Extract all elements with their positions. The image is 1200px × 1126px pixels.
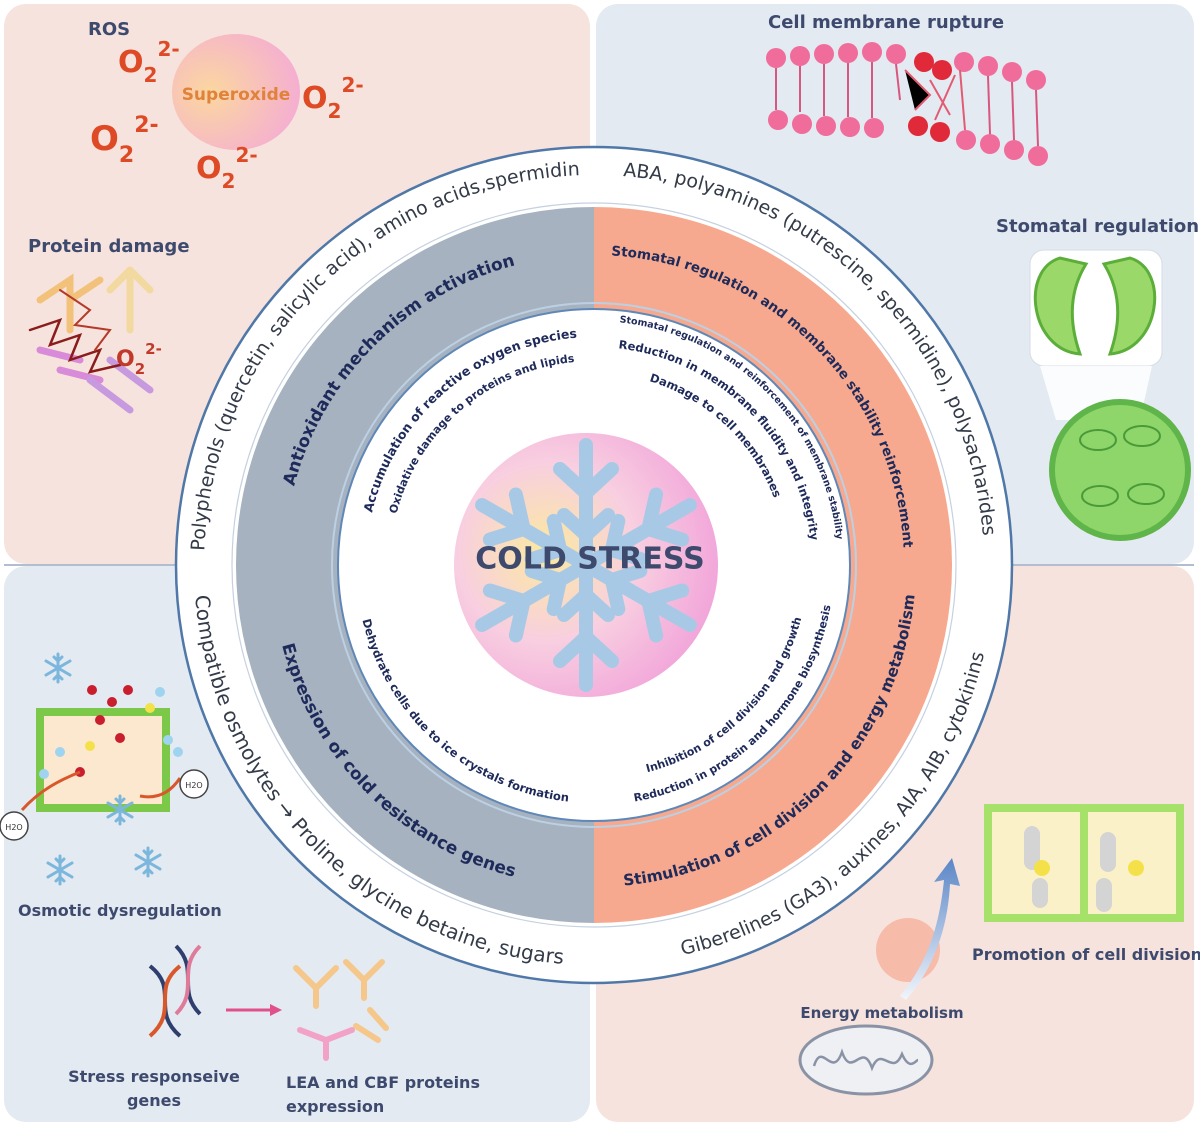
o2-molecule-3: O22- <box>302 73 364 123</box>
o2-molecule-1: O22- <box>118 37 180 87</box>
protein-o2-label: O22- <box>116 340 162 378</box>
lipid-bilayer-icon <box>766 42 1048 166</box>
superoxide-label: Superoxide <box>182 85 291 105</box>
o2-molecule-4: O22- <box>196 143 258 193</box>
membrane-rupture-label: Cell membrane rupture <box>768 12 1004 33</box>
dna-icon <box>148 944 202 1038</box>
dividing-cells-icon <box>984 804 1184 922</box>
cell-division-label: Promotion of cell division <box>972 945 1200 964</box>
lea-cbf-protein-icon <box>293 959 389 1061</box>
osmotic-dysregulation-label: Osmotic dysregulation <box>18 901 222 920</box>
damaged-protein-icon <box>28 266 154 414</box>
mitochondria-icon <box>798 1024 934 1096</box>
snowflake-icon <box>469 438 703 685</box>
h2o-label-left: H2O <box>5 823 22 832</box>
energy-metabolism-label: Energy metabolism <box>800 1004 963 1022</box>
superoxide-blob <box>172 34 300 150</box>
protein-damage-label: Protein damage <box>28 236 190 257</box>
center-title: COLD STRESS <box>475 542 705 577</box>
stomatal-regulation-label: Stomatal regulation <box>996 216 1199 237</box>
osmosis-cell-icon: H2O H2O <box>0 652 209 886</box>
h2o-label-right: H2O <box>185 781 202 790</box>
o2-molecule-2: O22- <box>90 113 159 168</box>
outer-ring-inner-edge <box>231 202 957 928</box>
stomata-icon <box>1029 249 1191 541</box>
inner-ring-edge <box>331 302 857 828</box>
growth-arrow-icon <box>900 858 960 1000</box>
ros-label: ROS <box>88 19 130 40</box>
leaf-cross-section <box>1049 399 1191 541</box>
superoxide-molecules: O22- O22- O22- O22- <box>90 37 364 193</box>
